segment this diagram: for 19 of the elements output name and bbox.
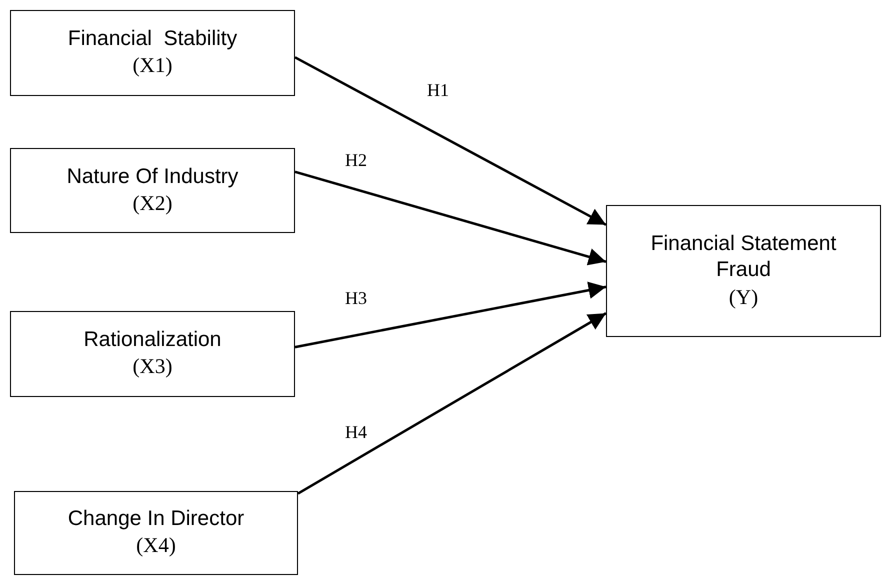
arrow — [297, 312, 607, 495]
variable-code: (X2) — [132, 190, 172, 217]
variable-box — [14, 491, 298, 575]
arrow — [294, 170, 606, 266]
variable-code: (Y) — [728, 284, 758, 311]
variable-box — [10, 148, 295, 233]
variable-box — [10, 311, 295, 397]
variable-name: Rationalization — [84, 327, 222, 354]
variable-name: Change In Director — [68, 506, 244, 532]
variable-name: Financial Statement Fraud — [650, 231, 838, 284]
arrow — [294, 282, 606, 348]
variable-name: Financial Stability — [68, 26, 238, 52]
variable-code: (X3) — [132, 353, 172, 380]
variable-code: (X1) — [132, 52, 172, 80]
arrow — [294, 56, 607, 226]
variable-code: (X4) — [136, 532, 176, 560]
variable-box — [606, 205, 881, 337]
variable-name: Nature Of Industry — [66, 164, 238, 190]
variable-box — [10, 10, 295, 96]
